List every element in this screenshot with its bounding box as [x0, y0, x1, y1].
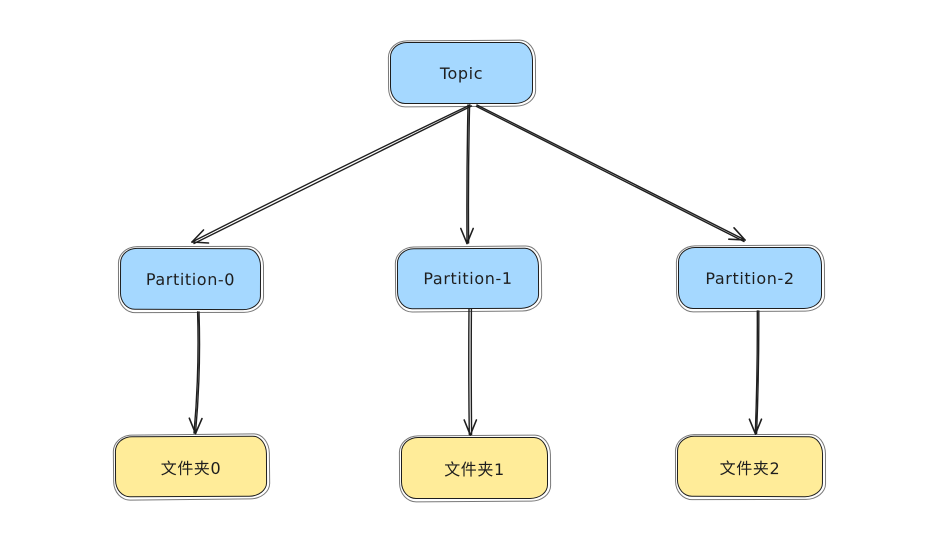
- edge-partition-1-folder-1: [463, 308, 478, 436]
- node-topic-label: Topic: [439, 63, 484, 83]
- node-folder-1: 文件夹1: [401, 437, 548, 499]
- edge-topic-partition-0: [191, 104, 473, 245]
- node-folder-1-label: 文件夹1: [444, 460, 505, 479]
- edge-topic-partition-1: [460, 104, 474, 245]
- node-partition-1: Partition-1: [396, 247, 540, 310]
- node-folder-0: 文件夹0: [114, 435, 268, 498]
- node-partition-1-label: Partition-1: [423, 268, 513, 289]
- edge-topic-partition-2: [475, 104, 746, 243]
- node-partition-2-label: Partition-2: [705, 268, 795, 288]
- node-partition-0: Partition-0: [119, 247, 262, 311]
- node-topic: Topic: [390, 42, 533, 104]
- node-folder-2-label: 文件夹2: [719, 458, 781, 478]
- edge-partition-2-folder-2: [748, 310, 763, 435]
- edge-partition-0-folder-0: [188, 311, 203, 435]
- node-folder-0-label: 文件夹0: [160, 458, 222, 478]
- node-partition-2: Partition-2: [678, 247, 822, 309]
- node-partition-0-label: Partition-0: [145, 269, 236, 289]
- node-folder-2: 文件夹2: [676, 435, 824, 498]
